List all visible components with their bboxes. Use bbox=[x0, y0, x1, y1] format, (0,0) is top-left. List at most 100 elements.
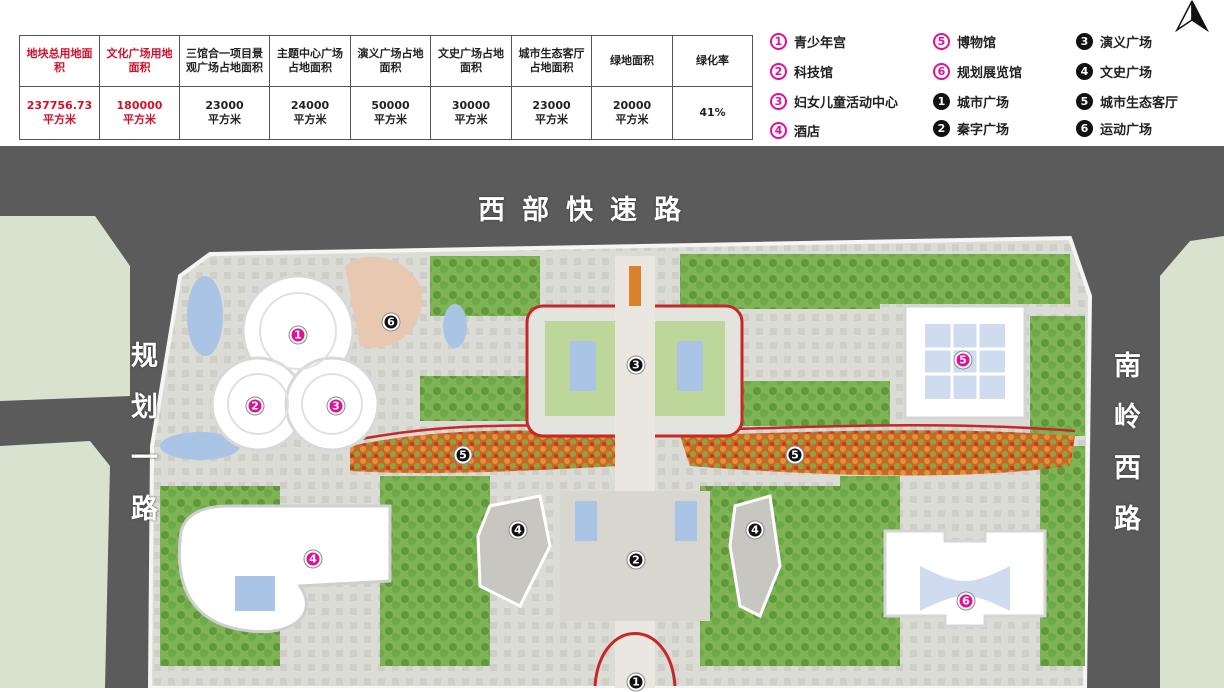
green-block bbox=[1030, 316, 1085, 436]
legend-label: 城市生态客厅 bbox=[1100, 95, 1179, 111]
building-ring bbox=[301, 373, 363, 435]
legend-item-building: 1 青少年宫 bbox=[770, 31, 846, 51]
red-path-line bbox=[593, 632, 677, 687]
map-marker-women-children-center[interactable]: 3 bbox=[327, 397, 345, 415]
table-header-cell: 文史广场占地面积 bbox=[430, 35, 512, 87]
green-block bbox=[880, 254, 1070, 304]
legend-label: 运动广场 bbox=[1100, 122, 1153, 138]
legend-item-plaza: 3 演义广场 bbox=[1076, 31, 1152, 51]
water-pond bbox=[187, 276, 223, 356]
table-header-cell: 主题中心广场占地面积 bbox=[269, 35, 351, 87]
number-badge-icon: 4 bbox=[1076, 62, 1093, 80]
table-header-cell: 绿化率 bbox=[672, 35, 753, 87]
legend-item-building: 6 规划展览馆 bbox=[933, 61, 1022, 81]
number-badge-icon: 5 bbox=[933, 32, 950, 50]
table-header-cell: 文化广场用地面积 bbox=[99, 35, 180, 87]
table-header-cell: 绿地面积 bbox=[591, 35, 673, 87]
number-badge-icon: 3 bbox=[1076, 32, 1093, 50]
building-hotel bbox=[177, 504, 392, 634]
legend-item-building: 3 妇女儿童活动中心 bbox=[770, 91, 898, 111]
legend-item-plaza: 1 城市广场 bbox=[933, 91, 1009, 111]
legend-label: 秦字广场 bbox=[957, 122, 1010, 138]
map-marker-hotel[interactable]: 4 bbox=[304, 550, 322, 568]
green-block bbox=[680, 254, 880, 309]
legend-label: 酒店 bbox=[794, 124, 821, 140]
table-value-cell: 41% bbox=[672, 86, 753, 140]
water-feature bbox=[570, 341, 596, 391]
map-marker-museum[interactable]: 5 bbox=[954, 351, 972, 369]
legend-label: 演义广场 bbox=[1100, 35, 1153, 51]
water-pond bbox=[160, 432, 240, 460]
number-badge-icon: 6 bbox=[933, 62, 950, 80]
area-statistics-table: 地块总用地面积 文化广场用地面积 三馆合一项目景观广场占地面积 主题中心广场占地… bbox=[19, 35, 753, 140]
table-header-cell: 城市生态客厅占地面积 bbox=[511, 35, 592, 87]
legend-label: 文史广场 bbox=[1100, 65, 1153, 81]
north-arrow-icon bbox=[1175, 0, 1209, 32]
number-badge-icon: 4 bbox=[770, 121, 787, 139]
table-header-cell: 演义广场占地面积 bbox=[350, 35, 431, 87]
ecological-corridor-east bbox=[680, 430, 1075, 476]
outer-green-nw bbox=[0, 216, 130, 401]
map-marker-eco-lounge-west[interactable]: 5 bbox=[454, 446, 472, 464]
legend-label: 科技馆 bbox=[794, 65, 834, 81]
map-marker-youth-palace[interactable]: 1 bbox=[289, 326, 307, 344]
map-marker-yanyi-plaza[interactable]: 3 bbox=[627, 356, 645, 374]
building-ring bbox=[227, 373, 289, 435]
map-marker-planning-hall[interactable]: 6 bbox=[957, 592, 975, 610]
site-plan-drawing bbox=[0, 146, 1224, 690]
tree-row bbox=[629, 266, 641, 306]
road-label-west: 规划一路 bbox=[126, 341, 157, 545]
map-marker-science-museum[interactable]: 2 bbox=[246, 397, 264, 415]
number-badge-icon: 2 bbox=[933, 119, 950, 137]
building-ring bbox=[259, 292, 337, 370]
legend-item-plaza: 2 秦字广场 bbox=[933, 118, 1009, 138]
building-planning-hall bbox=[883, 529, 1047, 628]
number-badge-icon: 3 bbox=[770, 92, 787, 110]
legend-label: 妇女儿童活动中心 bbox=[794, 95, 899, 111]
legend-label: 青少年宫 bbox=[794, 35, 847, 51]
legend-item-building: 4 酒店 bbox=[770, 120, 820, 140]
legend-label: 城市广场 bbox=[957, 95, 1010, 111]
outer-green-east bbox=[1160, 236, 1224, 688]
map-marker-sports-plaza[interactable]: 6 bbox=[382, 313, 400, 331]
outer-green-sw bbox=[0, 441, 110, 688]
legend-item-plaza: 4 文史广场 bbox=[1076, 61, 1152, 81]
road-label-north: 西部快速路 bbox=[478, 195, 698, 226]
legend-item-building: 5 博物馆 bbox=[933, 31, 996, 51]
hotel-atrium bbox=[235, 576, 275, 611]
map-marker-eco-lounge-east[interactable]: 5 bbox=[786, 446, 804, 464]
plaza-wenshi-east bbox=[728, 494, 782, 619]
plaza-sports bbox=[345, 256, 422, 348]
water-feature bbox=[675, 501, 697, 541]
planning-hall-atrium bbox=[920, 566, 1010, 611]
water-pond bbox=[443, 304, 467, 348]
table-header-cell: 三馆合一项目景观广场占地面积 bbox=[179, 35, 270, 87]
table-header-cell: 地块总用地面积 bbox=[19, 35, 100, 87]
green-block bbox=[420, 376, 530, 421]
road-label-east: 南岭西路 bbox=[1109, 351, 1140, 555]
map-marker-qinzi-plaza[interactable]: 2 bbox=[627, 551, 645, 569]
number-badge-icon: 1 bbox=[770, 32, 787, 50]
map-marker-wenshi-plaza-east[interactable]: 4 bbox=[746, 521, 764, 539]
number-badge-icon: 1 bbox=[933, 92, 950, 110]
map-marker-wenshi-plaza-west[interactable]: 4 bbox=[509, 521, 527, 539]
water-feature bbox=[575, 501, 597, 541]
water-feature bbox=[677, 341, 703, 391]
green-block bbox=[430, 256, 540, 316]
legend-label: 博物馆 bbox=[957, 35, 997, 51]
legend-label: 规划展览馆 bbox=[957, 65, 1023, 81]
table-header-row: 地块总用地面积 文化广场用地面积 三馆合一项目景观广场占地面积 主题中心广场占地… bbox=[19, 35, 753, 87]
central-axis bbox=[615, 256, 655, 688]
ecological-corridor-west bbox=[350, 430, 620, 474]
